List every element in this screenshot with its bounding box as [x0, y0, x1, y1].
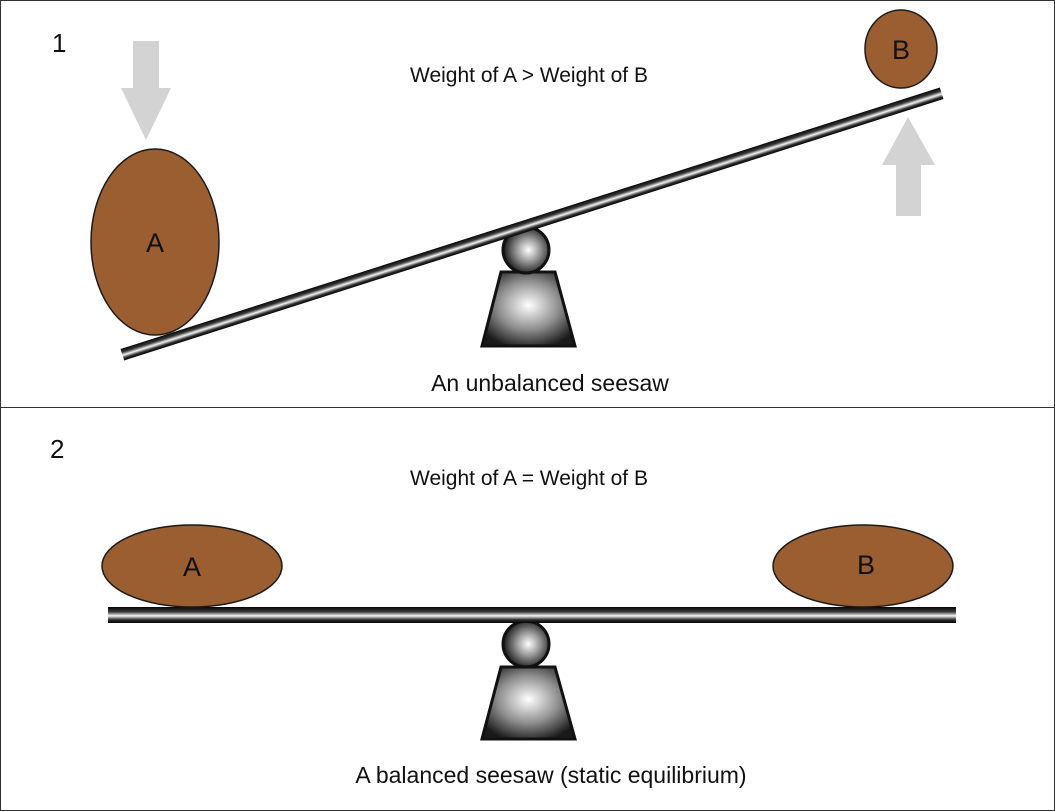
weight-a: A [90, 148, 220, 336]
weight-b-shape [864, 9, 938, 89]
weight-a: A [101, 524, 283, 608]
weight-b: B [864, 9, 938, 89]
weight-a-shape [101, 524, 283, 608]
weight-a-label: A [146, 228, 164, 258]
weight-a-label: A [183, 552, 201, 582]
panel-1-caption: An unbalanced seesaw [431, 370, 669, 396]
down-arrow-icon [121, 41, 171, 140]
fulcrum-base [480, 270, 577, 348]
panel-1: 1 Weight of A > Weight of B A B An unbal… [52, 9, 944, 396]
weight-b-label: B [892, 35, 910, 65]
weight-b-shape [772, 524, 954, 608]
panel-2-heading: Weight of A = Weight of B [410, 467, 648, 490]
panel-2-number: 2 [50, 434, 64, 464]
fulcrum-pivot [501, 619, 551, 669]
panel-2: 2 Weight of A = Weight of B A B A balanc… [50, 434, 956, 788]
weight-b-label: B [857, 550, 875, 580]
up-arrow-icon [882, 117, 935, 216]
seesaw-plank [120, 87, 944, 361]
weight-b: B [772, 524, 954, 608]
panel-1-heading: Weight of A > Weight of B [410, 64, 648, 87]
panel-1-number: 1 [52, 28, 66, 58]
weight-a-shape [90, 148, 220, 336]
seesaw-plank [108, 607, 956, 623]
fulcrum-base [480, 665, 577, 741]
panel-2-caption: A balanced seesaw (static equilibrium) [355, 762, 746, 788]
